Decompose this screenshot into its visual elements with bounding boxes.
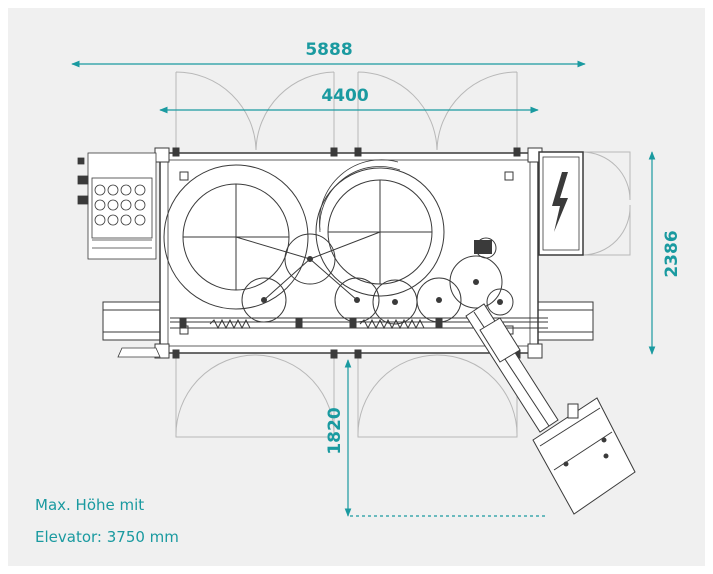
dimension-total-width: 5888 [305, 40, 352, 60]
electrical-cabinet [538, 151, 584, 256]
note-line-1: Max. Höhe mit [35, 496, 145, 514]
dimension-height: 2386 [662, 230, 682, 277]
lightning-bolt-icon [552, 172, 568, 232]
left-control-unit [77, 152, 161, 358]
reel-hubs [261, 240, 503, 305]
elevator [465, 303, 636, 515]
dimension-lines [71, 60, 656, 517]
dimension-frame-width: 4400 [321, 86, 368, 106]
door-swings-top [175, 71, 518, 151]
dimension-clearance: 1820 [325, 407, 345, 454]
door-swings-right [581, 151, 631, 256]
door-swings-bottom [175, 354, 518, 438]
reels [163, 159, 514, 325]
note-line-2: Elevator: 3750 mm [35, 528, 179, 546]
